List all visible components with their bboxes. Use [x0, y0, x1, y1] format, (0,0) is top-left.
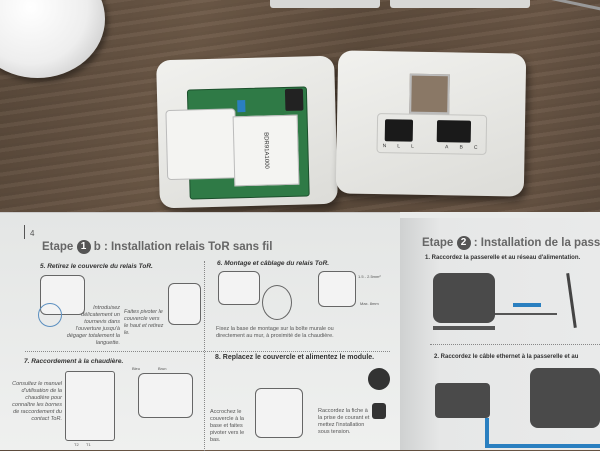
mounting-base: N L L A B C: [335, 50, 527, 197]
note: Faites pivoter le couvercle vers le haut…: [124, 309, 164, 336]
mount-illustration: [218, 271, 260, 305]
terminal-label: T2: [74, 442, 79, 447]
relay-sticker: BDR91A1000: [232, 114, 300, 187]
plastic-housing: [165, 108, 238, 181]
note: Raccordez la fiche à la prise de courant…: [318, 408, 370, 435]
note: Introduisez délicatement un tournevis da…: [66, 305, 120, 346]
gateway-base: [433, 326, 495, 330]
gateway-illustration: [530, 368, 600, 428]
wire-label-brown: Brun: [158, 366, 167, 371]
note: Fixez la base de montage sur la boîte mu…: [216, 326, 334, 339]
manual-right-page: Etape 2 : Installation de la passerelle …: [400, 218, 600, 450]
terminal-block-left: [384, 119, 414, 142]
step-label: Etape: [422, 237, 454, 250]
instruction-manual: 4 Etape 1 b : Installation relais ToR sa…: [0, 212, 600, 451]
cover-illustration: [255, 388, 303, 438]
terminal-label: L: [411, 143, 415, 150]
step-title: b : Installation relais ToR sans fil: [93, 241, 273, 254]
ethernet-cable: [485, 444, 600, 448]
wire-label-blue: Bleu: [132, 366, 141, 371]
paper-edge: [390, 0, 530, 8]
step-title: : Installation de la passerelle: [473, 237, 600, 250]
arrow-icon: [513, 303, 541, 307]
relay-illustration: [168, 283, 201, 325]
section-7-heading: 7. Raccordement à la chaudière.: [24, 358, 124, 365]
relay-component: [284, 88, 304, 111]
page-number: 4: [30, 229, 35, 238]
step-1-title: Etape 1 b : Installation relais ToR sans…: [42, 240, 272, 254]
step-2-title: Etape 2 : Installation de la passerelle: [422, 236, 600, 250]
terminal-label: N: [382, 143, 387, 150]
paper-edge: [270, 0, 380, 8]
capacitor: [237, 100, 246, 113]
section-6-heading: 6. Montage et câblage du relais ToR.: [217, 260, 330, 267]
router-illustration: [435, 383, 490, 418]
wire-size-label: 1.5 - 2.5mm²: [358, 274, 381, 279]
terminal-label: T1: [86, 442, 91, 447]
power-cable: [495, 313, 557, 315]
strip-length-label: Max. 8mm: [360, 301, 379, 306]
wall-box-illustration: [262, 285, 292, 320]
terminal-label: B: [459, 144, 463, 151]
manual-left-page: 4 Etape 1 b : Installation relais ToR sa…: [0, 212, 400, 451]
section-5-heading: 5. Retirez le couvercle du relais ToR.: [40, 263, 153, 270]
terminal-label: L: [397, 143, 401, 150]
section-1-heading: 1. Raccordez la passerelle et au réseau …: [425, 255, 581, 261]
relay-wiring-illustration: [138, 373, 193, 418]
outlet-icon: [368, 368, 390, 390]
wall-illustration: [566, 273, 577, 328]
note: Consultez le manuel d'utilisation de la …: [12, 381, 62, 422]
ethernet-cable: [485, 418, 489, 448]
gateway-illustration: [433, 273, 495, 323]
section-8-heading: 8. Replacez le couvercle et alimentez le…: [215, 354, 375, 361]
step-number-badge: 1: [76, 240, 91, 254]
boiler-illustration: [65, 371, 115, 441]
relay-module-base: BDR91A1000: [156, 55, 338, 209]
terminal-label: A: [445, 144, 449, 151]
section-2-heading: 2. Raccordez le câble ethernet à la pass…: [434, 354, 579, 360]
zoom-circle: [38, 303, 62, 327]
step-number-badge: 2: [456, 236, 471, 250]
note: Accrochez le couvercle à la base et fait…: [210, 409, 245, 443]
relay-model: BDR91A1000: [262, 132, 270, 169]
terminal-label: C: [473, 144, 478, 151]
terminal-block-right: [436, 120, 472, 143]
wiring-illustration: [318, 271, 356, 307]
plug-icon: [372, 403, 386, 419]
step-label: Etape: [42, 241, 74, 254]
wall-opening: [409, 73, 450, 115]
